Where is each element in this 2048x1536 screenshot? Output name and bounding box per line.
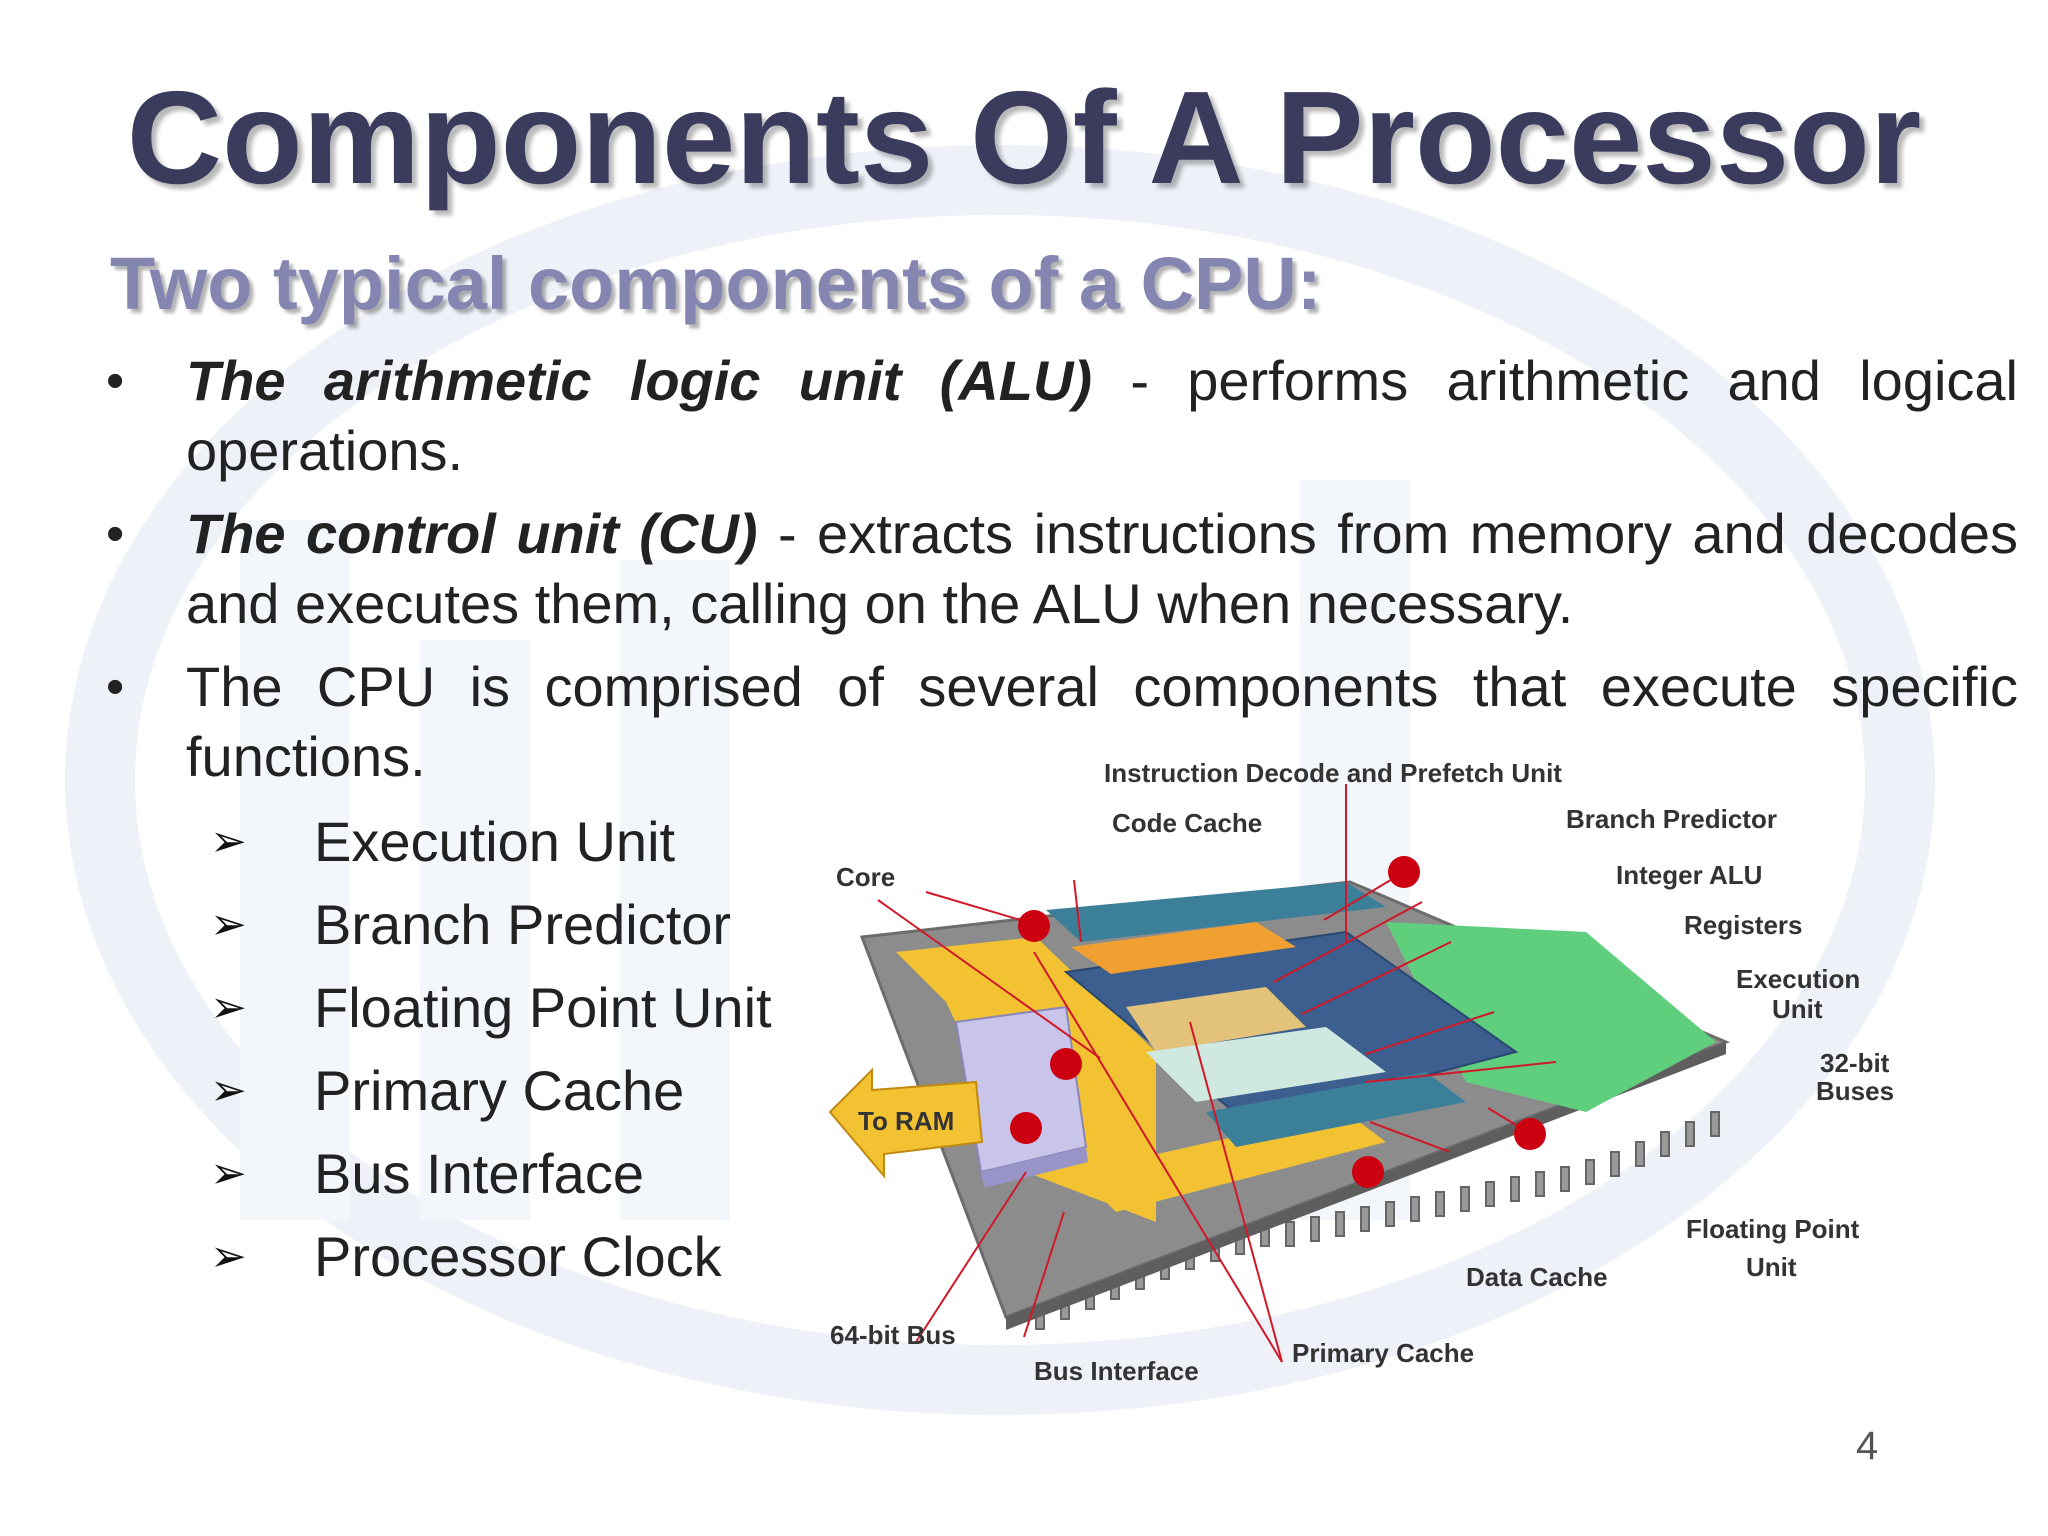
arrow-bullet-icon: ➢ <box>210 817 247 866</box>
marker-dots <box>1010 856 1546 1188</box>
yellow-bus-lower <box>1076 1112 1386 1212</box>
arrow-bullet-icon: ➢ <box>210 1149 247 1198</box>
label-execution-unit: Execution <box>1736 964 1860 994</box>
label-instruction-decode: Instruction Decode and Prefetch Unit <box>1104 758 1562 788</box>
component-label: Bus Interface <box>314 1142 644 1205</box>
slide-subtitle: Two typical components of a CPU: <box>110 242 1322 325</box>
label-execution-unit-2: Unit <box>1772 994 1823 1024</box>
bullet-marker: • <box>106 658 125 716</box>
to-ram-arrow <box>828 1067 984 1179</box>
label-branch-predictor: Branch Predictor <box>1566 804 1777 834</box>
bullet-term: The arithmetic logic unit (ALU) <box>186 349 1093 412</box>
leader-lines <box>877 784 1557 1363</box>
code-cache-block <box>1046 882 1386 942</box>
bullet-item: • The arithmetic logic unit (ALU) - perfo… <box>106 346 2018 486</box>
slide-title: Components Of A Processor <box>126 64 1922 211</box>
cpu-diagram: To RAM Core Instruction Decode and Prefe… <box>828 758 1894 1386</box>
component-item: ➢ Processor Clock <box>210 1215 772 1298</box>
bullet-marker: • <box>106 505 125 563</box>
label-32bit-buses: 32-bit <box>1820 1048 1890 1078</box>
label-primary-cache: Primary Cache <box>1292 1338 1474 1368</box>
component-label: Processor Clock <box>314 1225 722 1288</box>
registers-block <box>1126 987 1306 1052</box>
label-bus-interface: Bus Interface <box>1034 1356 1199 1386</box>
bullet-item: • The control unit (CU) - extracts instru… <box>106 499 2018 639</box>
label-floating-point-unit-2: Unit <box>1746 1252 1797 1282</box>
component-item: ➢ Execution Unit <box>210 800 772 883</box>
label-data-cache: Data Cache <box>1466 1262 1608 1292</box>
pin-row-right <box>1285 1111 1720 1247</box>
arrow-bullet-icon: ➢ <box>210 1066 247 1115</box>
label-integer-alu: Integer ALU <box>1616 860 1762 890</box>
bullet-list: • The arithmetic logic unit (ALU) - perfo… <box>106 346 2018 805</box>
label-64bit-bus: 64-bit Bus <box>830 1320 956 1350</box>
bullet-marker: • <box>106 352 125 410</box>
arrow-bullet-icon: ➢ <box>210 900 247 949</box>
bus-interface-side <box>981 1147 1088 1188</box>
label-registers: Registers <box>1684 910 1803 940</box>
page-number: 4 <box>1856 1424 1879 1468</box>
label-code-cache: Code Cache <box>1112 808 1262 838</box>
arrow-bullet-icon: ➢ <box>210 1232 247 1281</box>
bullet-text: - performs arithmetic and logical operat… <box>186 349 2018 482</box>
bullet-text: - extracts instructions from memory and … <box>186 502 2018 635</box>
arrow-bullet-icon: ➢ <box>210 983 247 1032</box>
component-label: Branch Predictor <box>314 893 732 956</box>
component-label: Floating Point Unit <box>314 976 772 1039</box>
label-core: Core <box>836 862 895 892</box>
label-to-ram: To RAM <box>858 1106 954 1136</box>
bullet-text: The CPU is comprised of several componen… <box>186 655 2018 788</box>
bullet-term: The control unit (CU) <box>186 502 758 565</box>
data-cache-block <box>1206 1072 1466 1147</box>
component-item: ➢ Floating Point Unit <box>210 966 772 1049</box>
component-item: ➢ Bus Interface <box>210 1132 772 1215</box>
label-floating-point-unit: Floating Point <box>1686 1214 1860 1244</box>
component-item: ➢ Primary Cache <box>210 1049 772 1132</box>
component-list: ➢ Execution Unit ➢ Branch Predictor ➢ Float… <box>210 800 772 1298</box>
integer-alu-block <box>1071 922 1296 974</box>
component-label: Primary Cache <box>314 1059 685 1122</box>
component-item: ➢ Branch Predictor <box>210 883 772 966</box>
component-label: Execution Unit <box>314 810 676 873</box>
label-32bit-buses-2: Buses <box>1816 1076 1894 1106</box>
bullet-item: • The CPU is comprised of several compone… <box>106 652 2018 792</box>
